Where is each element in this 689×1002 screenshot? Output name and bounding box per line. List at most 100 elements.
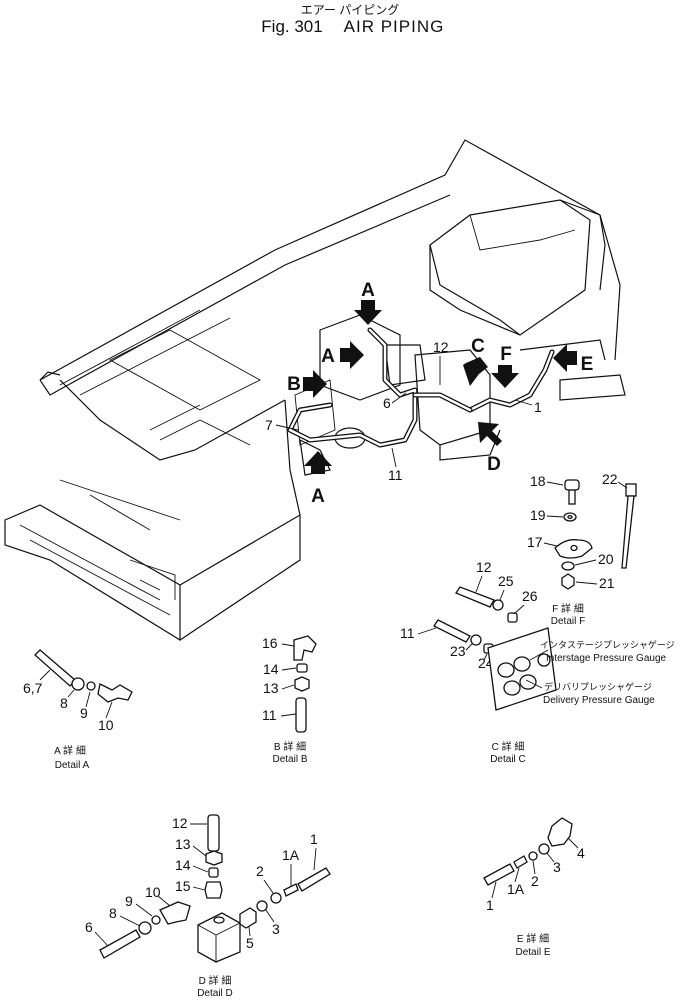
detail-f-part-20: 20	[598, 551, 614, 567]
nut-icon	[256, 900, 268, 912]
detail-c: 12 25 26 11 23 24 インタステージプレッシャゲージ Inters…	[400, 559, 675, 765]
detail-b-part-16: 16	[262, 635, 278, 651]
arrow-label-a-bottom: A	[311, 486, 325, 507]
cable-tie-icon	[621, 483, 637, 569]
main-part-labels: 12 6 7 11 1	[265, 339, 542, 483]
detail-b: 16 14 13 11 B 詳 細 Detail B	[262, 635, 317, 765]
header: エアー パイピング Fig. 301 AIR PIPING	[261, 3, 445, 36]
detail-d-part-5: 5	[246, 935, 254, 951]
block-icon	[197, 912, 241, 963]
washer-icon	[563, 512, 577, 522]
nut-icon	[492, 599, 504, 611]
sleeve-icon	[296, 663, 308, 673]
sleeve-icon	[270, 892, 282, 904]
fitting-icon	[204, 881, 223, 899]
detail-d-part-8: 8	[109, 905, 117, 921]
detail-d-caption: Detail D	[197, 988, 233, 999]
arrow-label-d: D	[487, 454, 501, 475]
detail-d-part-1: 1	[310, 831, 318, 847]
pipe-icon	[297, 867, 331, 892]
arrow-label-c: C	[471, 336, 485, 357]
pipe-icon	[455, 586, 495, 608]
ferrule-icon	[513, 855, 528, 869]
lock-washer-icon	[561, 561, 575, 571]
detail-c-part-26: 26	[522, 588, 538, 604]
main-part-11: 11	[388, 467, 403, 483]
detail-e-jp: E 詳 細	[517, 932, 549, 945]
pipe-icon	[99, 929, 141, 959]
elbow-icon	[159, 901, 191, 925]
detail-c-caption: Detail C	[490, 754, 526, 765]
nut-icon	[205, 850, 223, 866]
sleeve-icon	[86, 681, 96, 691]
arrow-a-mid-icon	[340, 341, 364, 369]
arrow-label-e: E	[581, 354, 594, 375]
detail-b-part-14: 14	[263, 661, 279, 677]
detail-d-part-10: 10	[145, 884, 161, 900]
nut-icon	[71, 677, 85, 691]
detail-a: 6,7 8 9 10 A 詳 細 Detail A	[23, 649, 133, 771]
detail-f-caption: Detail F	[551, 616, 585, 627]
callout-arrows: A A B A C F E D	[287, 280, 593, 507]
detail-d-part-1a: 1A	[282, 847, 300, 863]
arrow-label-b: B	[287, 374, 301, 395]
detail-a-part-6-7: 6,7	[23, 680, 43, 696]
detail-f-jp: F 詳 細	[552, 602, 584, 615]
arrow-a-bottom-icon	[304, 451, 332, 474]
gauge-delivery-jp: デリバリプレッシャゲージ	[544, 681, 652, 692]
detail-d-jp: D 詳 細	[199, 974, 232, 987]
detail-d-part-14: 14	[175, 857, 191, 873]
arrow-a-top-icon	[354, 300, 382, 325]
gauge-interstage-label: Interstage Pressure Gauge	[546, 653, 667, 664]
arrow-label-f: F	[500, 344, 512, 365]
detail-d-part-9: 9	[125, 893, 133, 909]
detail-e-part-1a: 1A	[507, 881, 525, 897]
detail-a-caption: Detail A	[55, 760, 90, 771]
detail-b-jp: B 詳 細	[274, 740, 306, 753]
detail-d: 12 13 14 15 10 9 8 6 5 3 2	[85, 814, 331, 999]
elbow-icon	[97, 683, 133, 703]
jp-title: エアー パイピング	[301, 3, 400, 17]
detail-a-part-10: 10	[98, 717, 114, 733]
detail-c-part-23: 23	[450, 643, 466, 659]
ferrule-icon	[283, 883, 299, 897]
arrow-b-icon	[303, 370, 327, 398]
sleeve-icon	[208, 867, 219, 878]
arrow-label-a-mid: A	[321, 346, 335, 367]
detail-d-part-2: 2	[256, 863, 264, 879]
arrow-e-icon	[553, 344, 577, 372]
nut-icon	[138, 921, 152, 935]
nut-icon	[538, 843, 550, 855]
sleeve-icon	[151, 915, 161, 925]
arrow-f-icon	[491, 365, 519, 388]
detail-f-part-21: 21	[599, 575, 615, 591]
sleeve-icon	[507, 612, 518, 623]
detail-e-part-1: 1	[486, 897, 494, 913]
detail-a-part-9: 9	[80, 705, 88, 721]
detail-f-part-19: 19	[530, 507, 546, 523]
gauge-interstage-jp: インタステージプレッシャゲージ	[540, 639, 675, 650]
detail-a-part-8: 8	[60, 695, 68, 711]
detail-e-part-4: 4	[577, 845, 585, 861]
nut-icon	[294, 676, 310, 692]
air-pipe-run	[287, 327, 555, 448]
detail-d-part-13: 13	[175, 836, 191, 852]
detail-d-part-12: 12	[172, 815, 188, 831]
detail-c-jp: C 詳 細	[492, 740, 525, 753]
arrow-d-icon	[478, 422, 502, 446]
pipe-icon	[433, 619, 471, 643]
detail-e: 1 1A 2 3 4 E 詳 細 Detail E	[483, 817, 585, 958]
main-part-6: 6	[383, 395, 391, 411]
sleeve-icon	[528, 851, 538, 861]
detail-c-part-12: 12	[476, 559, 492, 575]
detail-e-part-2: 2	[531, 873, 539, 889]
figure-title: AIR PIPING	[344, 17, 445, 36]
detail-a-jp: A 詳 細	[54, 744, 86, 757]
bolt-icon	[564, 479, 580, 505]
fitting-icon	[239, 907, 257, 929]
detail-e-caption: Detail E	[515, 947, 550, 958]
detail-b-part-11: 11	[262, 707, 277, 723]
pipe-icon	[295, 697, 307, 733]
detail-f-part-17: 17	[527, 534, 543, 550]
